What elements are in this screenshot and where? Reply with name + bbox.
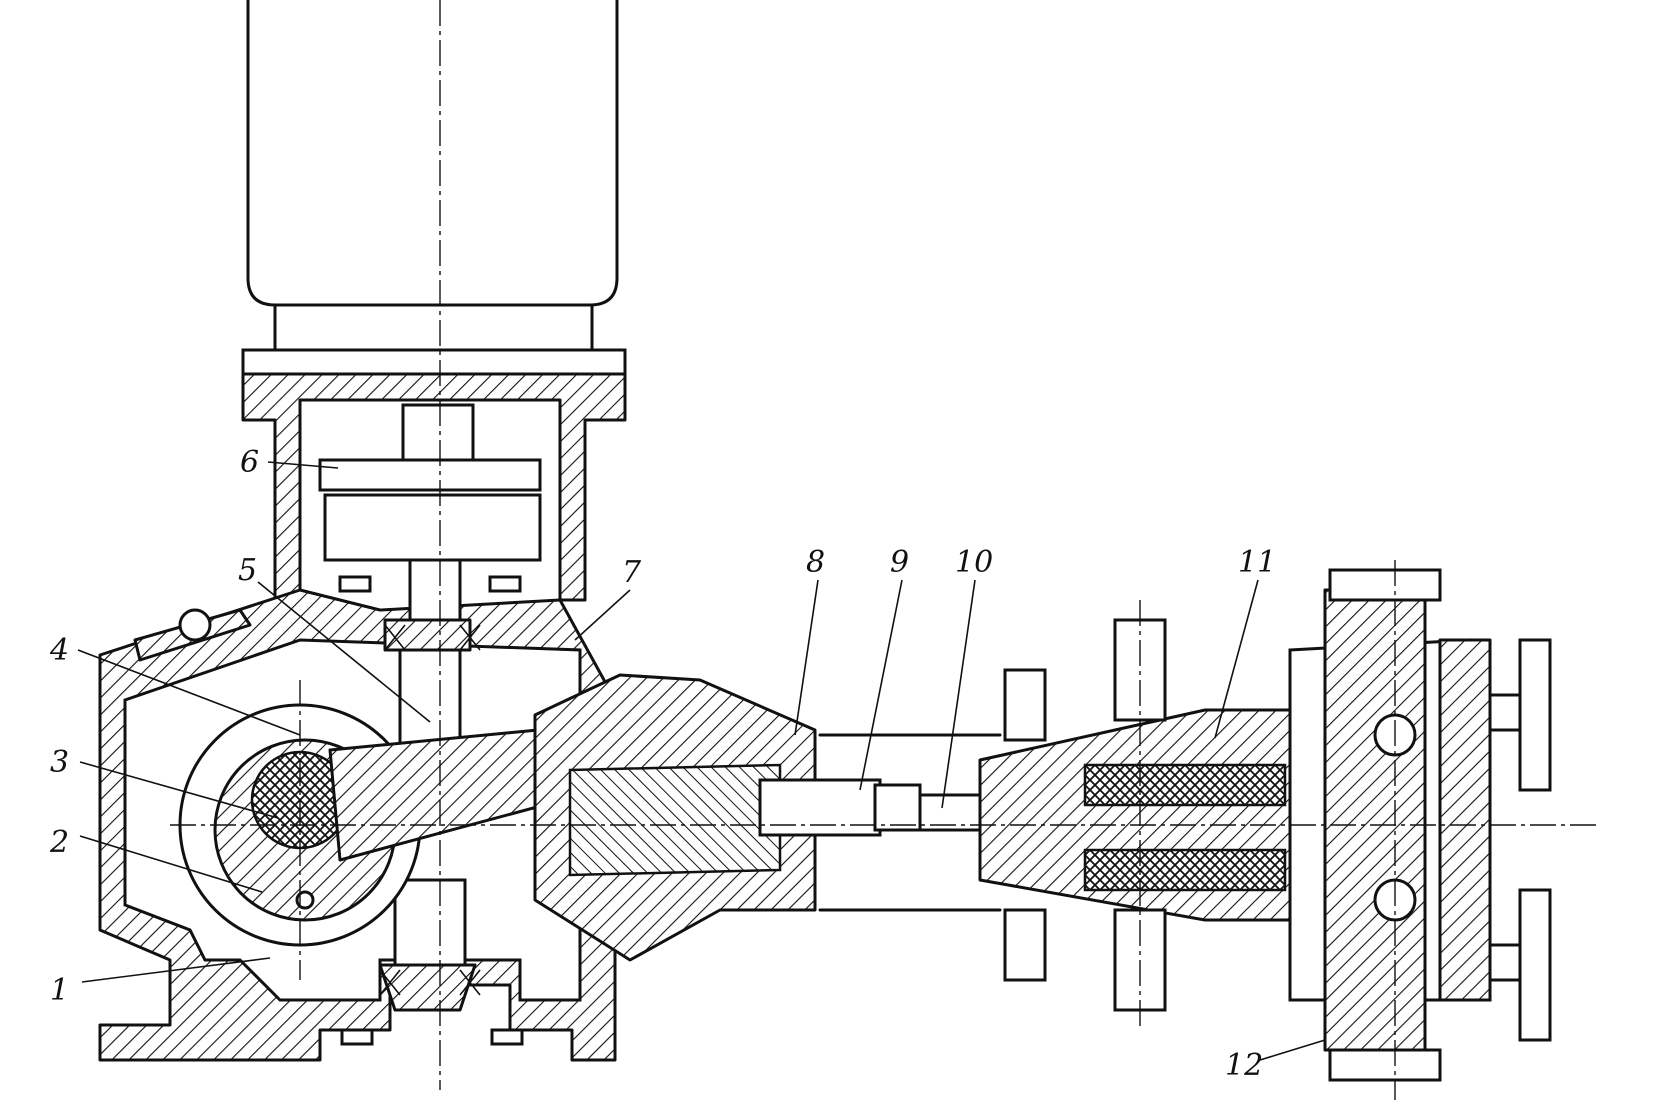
callout-10: 10 xyxy=(955,545,993,580)
leader-lines xyxy=(77,461,1326,1061)
pump-head xyxy=(1288,568,1552,1082)
center-lines xyxy=(170,0,1600,1100)
crosshead-guide xyxy=(533,673,922,962)
callout-8: 8 xyxy=(806,545,825,580)
callout-3: 3 xyxy=(50,745,69,780)
electric-motor xyxy=(241,0,627,376)
callout-1: 1 xyxy=(50,973,69,1008)
callout-4: 4 xyxy=(49,633,69,668)
callout-6: 6 xyxy=(240,445,259,480)
callout-12: 12 xyxy=(1225,1048,1263,1083)
callout-7: 7 xyxy=(622,555,642,590)
callout-5: 5 xyxy=(238,553,257,588)
callout-9: 9 xyxy=(890,545,909,580)
callout-11: 11 xyxy=(1238,545,1276,580)
callout-labels: 1 2 3 4 5 6 7 8 9 10 11 12 xyxy=(49,445,1276,1083)
callout-2: 2 xyxy=(49,825,69,860)
